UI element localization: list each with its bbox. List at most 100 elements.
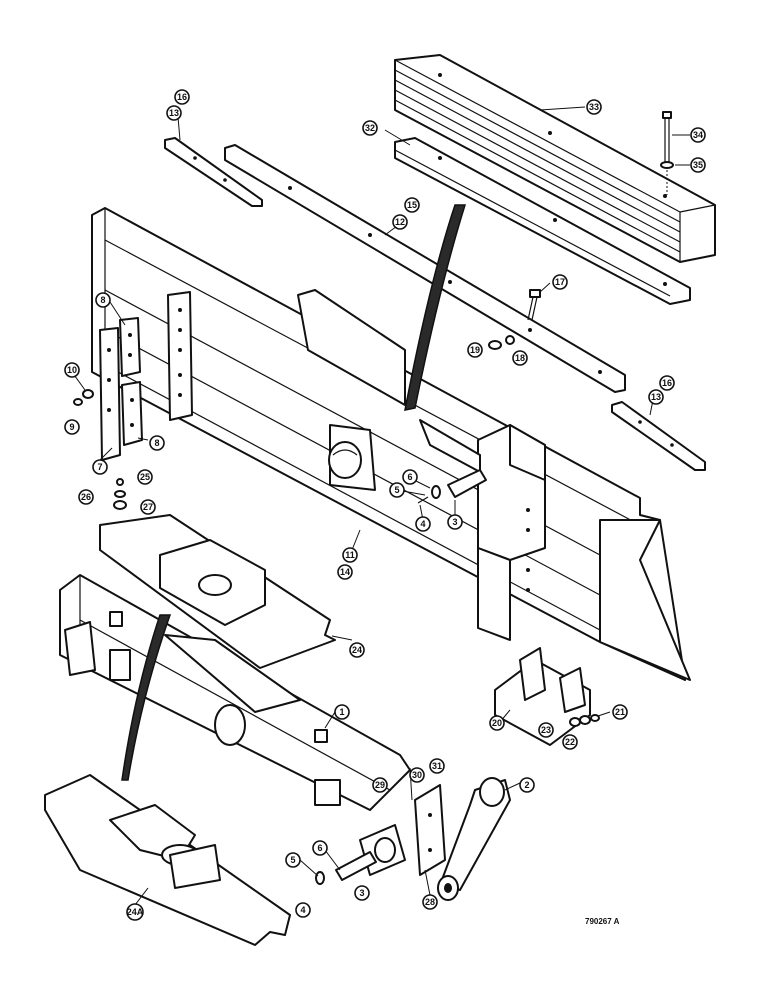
svg-text:15: 15 — [407, 200, 417, 210]
end-bit-left — [164, 137, 263, 207]
callout-4-upper: 4 — [415, 516, 431, 532]
callout-27: 27 — [140, 499, 156, 515]
svg-text:25: 25 — [140, 472, 150, 482]
svg-text:31: 31 — [432, 761, 442, 771]
callout-26: 26 — [78, 489, 94, 505]
svg-text:22: 22 — [565, 737, 575, 747]
blade-curve-stroke — [404, 204, 467, 411]
push-frame — [59, 574, 411, 811]
callout-9: 9 — [64, 419, 80, 435]
svg-text:3: 3 — [452, 517, 457, 527]
callout-1: 1 — [334, 704, 350, 720]
svg-text:16: 16 — [662, 378, 672, 388]
callout-24a: 24A — [126, 903, 144, 921]
end-bit-right — [611, 401, 706, 471]
callout-20: 20 — [489, 715, 505, 731]
wear-strip-8 — [119, 317, 143, 446]
callout-5-upper: 5 — [389, 482, 405, 498]
svg-text:8: 8 — [100, 295, 105, 305]
blade-center-pillar — [297, 289, 406, 491]
callout-19: 19 — [467, 342, 483, 358]
mount-bracket — [494, 647, 591, 746]
svg-text:5: 5 — [394, 485, 399, 495]
svg-text:10: 10 — [67, 365, 77, 375]
callout-14: 14 — [337, 564, 353, 580]
callout-34: 34 — [690, 127, 706, 143]
svg-text:11: 11 — [345, 550, 355, 560]
washer-23 — [569, 717, 581, 727]
callout-3-upper: 3 — [447, 514, 463, 530]
bolt-17 — [527, 289, 541, 321]
svg-text:27: 27 — [143, 502, 153, 512]
callout-35: 35 — [690, 157, 706, 173]
svg-text:21: 21 — [615, 707, 625, 717]
callout-5-lower: 5 — [285, 852, 301, 868]
callout-33: 33 — [586, 99, 602, 115]
svg-text:2: 2 — [524, 780, 529, 790]
svg-text:29: 29 — [375, 780, 385, 790]
washer-22 — [579, 715, 591, 725]
washer-10 — [82, 389, 94, 399]
blade-right-end-frame — [419, 419, 546, 641]
callout-17: 17 — [552, 274, 568, 290]
svg-text:13: 13 — [651, 392, 661, 402]
bolt-34 — [660, 111, 674, 195]
svg-text:12: 12 — [395, 217, 405, 227]
upper-frame-plate — [99, 514, 336, 669]
svg-text:3: 3 — [359, 888, 364, 898]
callout-29: 29 — [372, 777, 388, 793]
svg-text:7: 7 — [97, 462, 102, 472]
svg-text:33: 33 — [589, 102, 599, 112]
svg-text:14: 14 — [340, 567, 350, 577]
svg-text:4: 4 — [300, 905, 305, 915]
callout-6-lower: 6 — [312, 840, 328, 856]
svg-text:20: 20 — [492, 718, 502, 728]
callout-23: 23 — [538, 722, 554, 738]
callout-21: 21 — [612, 704, 628, 720]
bolt-21 — [590, 714, 600, 722]
pivot-pin-upper — [417, 469, 487, 504]
svg-text:4: 4 — [420, 519, 425, 529]
nut-18 — [505, 335, 515, 345]
washer-27 — [113, 500, 127, 510]
svg-text:1: 1 — [339, 707, 344, 717]
svg-text:32: 32 — [365, 123, 375, 133]
svg-text:34: 34 — [693, 130, 703, 140]
callout-12: 12 — [392, 214, 408, 230]
callout-30: 30 — [409, 767, 425, 783]
callout-15: 15 — [404, 197, 420, 213]
callout-6-upper: 6 — [402, 469, 418, 485]
callout-22: 22 — [562, 734, 578, 750]
callout-13-right: 13 — [648, 389, 664, 405]
counterweight-plate — [394, 137, 691, 305]
svg-text:6: 6 — [407, 472, 412, 482]
svg-text:18: 18 — [515, 353, 525, 363]
counterweight-stack — [394, 54, 716, 263]
callout-4-lower: 4 — [295, 902, 311, 918]
svg-text:6: 6 — [317, 843, 322, 853]
callout-24: 24 — [349, 642, 365, 658]
callout-8-lower: 8 — [149, 435, 165, 451]
svg-text:30: 30 — [412, 770, 422, 780]
callout-7: 7 — [92, 459, 108, 475]
svg-text:35: 35 — [693, 160, 703, 170]
callout-25: 25 — [137, 469, 153, 485]
washer-19 — [488, 340, 502, 350]
svg-text:28: 28 — [425, 897, 435, 907]
svg-text:13: 13 — [169, 108, 179, 118]
callout-10: 10 — [64, 362, 80, 378]
svg-text:26: 26 — [81, 492, 91, 502]
drawing-number: 790267 A — [585, 917, 620, 926]
lower-clevis — [315, 824, 406, 885]
bolt-9 — [73, 398, 83, 406]
svg-text:23: 23 — [541, 725, 551, 735]
callout-31: 31 — [429, 758, 445, 774]
blade-moldboard — [91, 207, 691, 681]
lockwasher-26 — [114, 490, 126, 498]
callout-8-upper: 8 — [95, 292, 111, 308]
wear-strip-7 — [99, 327, 121, 461]
svg-text:17: 17 — [555, 277, 565, 287]
cutting-edge — [224, 144, 626, 393]
lower-frame-plate — [44, 774, 291, 946]
